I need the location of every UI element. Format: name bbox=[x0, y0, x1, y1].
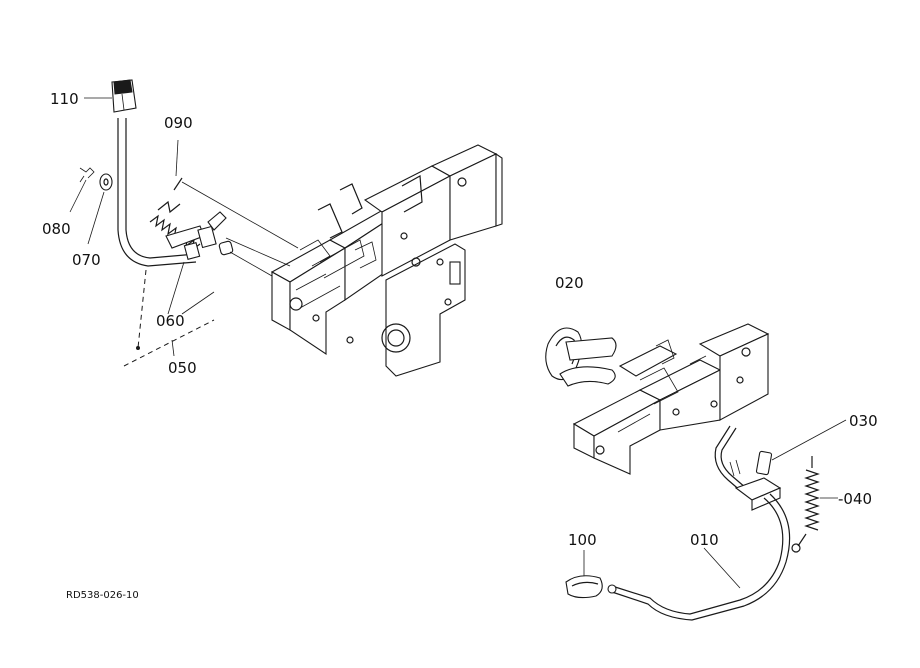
pedal-020 bbox=[545, 327, 617, 387]
callout-040: -040 bbox=[838, 490, 872, 508]
cotter-pin bbox=[79, 167, 95, 183]
left-leader-lines bbox=[69, 97, 299, 367]
right-assembly bbox=[545, 323, 847, 621]
left-assembly bbox=[69, 79, 503, 377]
callout-labels: 110 090 080 070 060 050 020 030 -040 100… bbox=[42, 90, 878, 601]
callout-100: 100 bbox=[568, 531, 597, 549]
pedal-pad bbox=[565, 575, 603, 599]
callout-030: 030 bbox=[849, 412, 878, 430]
callout-010: 010 bbox=[690, 531, 719, 549]
callout-110: 110 bbox=[50, 90, 79, 108]
drawing-code: RD538-026-10 bbox=[66, 590, 139, 601]
pedal-lever bbox=[607, 493, 791, 621]
left-frame-bracket bbox=[270, 144, 503, 377]
right-leader-lines bbox=[583, 419, 847, 589]
pivot-assembly bbox=[165, 211, 234, 260]
right-frame-bracket bbox=[572, 323, 770, 475]
callout-020: 020 bbox=[555, 274, 584, 292]
callout-090: 090 bbox=[164, 114, 193, 132]
callout-060: 060 bbox=[156, 312, 185, 330]
washer bbox=[99, 173, 113, 191]
callout-050: 050 bbox=[168, 359, 197, 377]
callout-080: 080 bbox=[42, 220, 71, 238]
callout-070: 070 bbox=[72, 251, 101, 269]
spring-right bbox=[791, 456, 820, 553]
lever-rod bbox=[111, 79, 197, 267]
pin-030 bbox=[755, 450, 773, 476]
